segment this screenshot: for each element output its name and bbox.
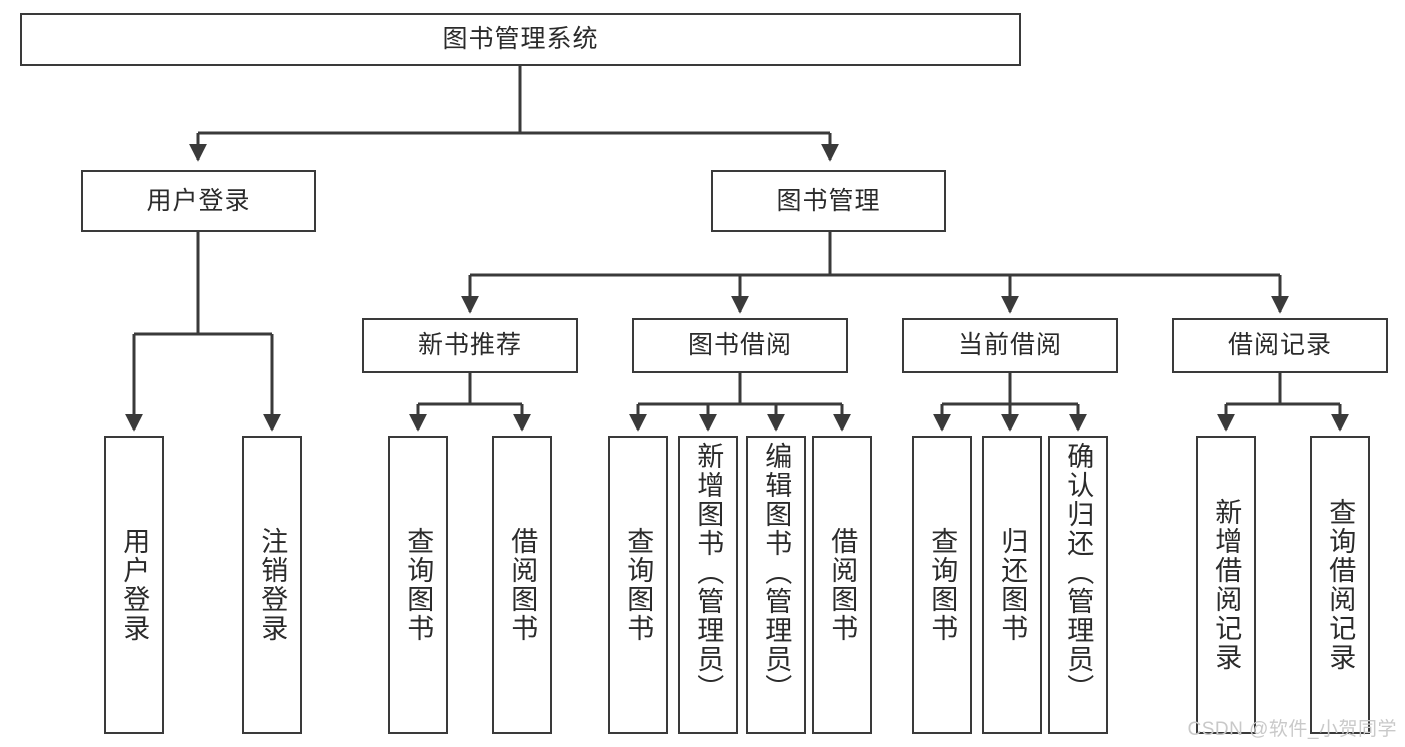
node-label: 图书管理 (776, 186, 881, 215)
leaf-recommend-query-book[interactable]: 查询图书 (388, 436, 448, 734)
node-label: 借阅记录 (1227, 331, 1332, 359)
csdn-watermark: CSDN @软件_小贺同学 (1187, 719, 1397, 740)
leaf-borrow-edit-book-admin[interactable]: 编辑图书（管理员） (746, 436, 806, 734)
node-label: 查询图书 (623, 527, 654, 643)
leaf-record-add-record[interactable]: 新增借阅记录 (1196, 436, 1256, 734)
node-label: 新书推荐 (417, 331, 522, 359)
node-label: 用户登录 (146, 186, 251, 215)
node-borrow-record[interactable]: 借阅记录 (1172, 318, 1388, 373)
leaf-user-login-login[interactable]: 用户登录 (104, 436, 164, 734)
node-book-borrow[interactable]: 图书借阅 (632, 318, 848, 373)
node-label: 注销登录 (257, 527, 288, 643)
node-label: 确认归还（管理员） (1063, 442, 1094, 703)
node-label: 借阅图书 (827, 527, 858, 643)
node-label: 用户登录 (119, 527, 150, 643)
leaf-borrow-query-book[interactable]: 查询图书 (608, 436, 668, 734)
node-label: 当前借阅 (957, 331, 1062, 359)
node-label: 借阅图书 (507, 527, 538, 643)
node-label: 查询借阅记录 (1325, 498, 1356, 672)
leaf-record-query-record[interactable]: 查询借阅记录 (1310, 436, 1370, 734)
leaf-current-return-book[interactable]: 归还图书 (982, 436, 1042, 734)
node-label: 图书借阅 (687, 331, 792, 359)
node-user-login[interactable]: 用户登录 (81, 170, 316, 232)
leaf-borrow-borrow-book[interactable]: 借阅图书 (812, 436, 872, 734)
node-book-management[interactable]: 图书管理 (711, 170, 946, 232)
node-label: 编辑图书（管理员） (761, 442, 792, 703)
node-new-book-recommend[interactable]: 新书推荐 (362, 318, 578, 373)
node-label: 查询图书 (927, 527, 958, 643)
node-current-borrow[interactable]: 当前借阅 (902, 318, 1118, 373)
node-label: 图书管理系统 (442, 25, 599, 53)
leaf-recommend-borrow-book[interactable]: 借阅图书 (492, 436, 552, 734)
leaf-borrow-add-book-admin[interactable]: 新增图书（管理员） (678, 436, 738, 734)
node-label: 归还图书 (997, 527, 1028, 643)
node-label: 查询图书 (403, 527, 434, 643)
node-label: 新增图书（管理员） (693, 442, 724, 703)
leaf-current-query-book[interactable]: 查询图书 (912, 436, 972, 734)
node-root-system[interactable]: 图书管理系统 (20, 13, 1021, 66)
leaf-user-login-logout[interactable]: 注销登录 (242, 436, 302, 734)
leaf-current-confirm-return-admin[interactable]: 确认归还（管理员） (1048, 436, 1108, 734)
node-label: 新增借阅记录 (1211, 498, 1242, 672)
